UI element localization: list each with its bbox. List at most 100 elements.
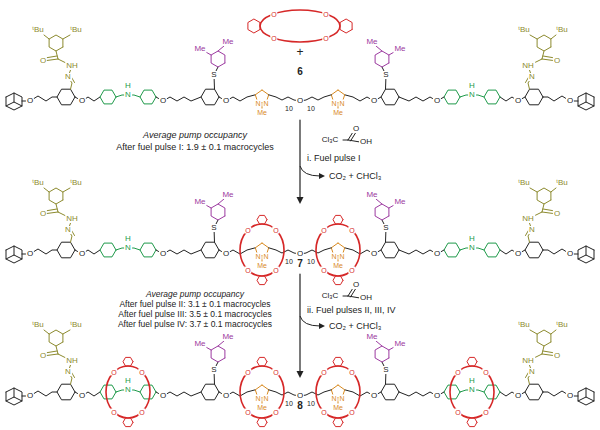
benzene-ring	[381, 89, 399, 105]
tbu-bond	[551, 35, 556, 39]
benzene-ring	[201, 242, 219, 258]
atom-label: S	[382, 366, 389, 374]
xylyl-ring	[375, 204, 389, 220]
crown-ether-ring	[450, 366, 494, 418]
methyl-label: Me	[193, 340, 206, 348]
hydrazone-bond	[542, 204, 544, 212]
benzene-ring	[100, 243, 116, 257]
atom-label: O	[26, 392, 34, 400]
methyl-label: Me	[221, 38, 234, 46]
benzene-ring	[201, 89, 219, 105]
methyl-label: Me	[221, 333, 234, 341]
tbu-label: ᵗBu	[69, 321, 83, 329]
atom-label: O	[566, 250, 574, 258]
reaction-step: ii. Fuel pulses II, III, IV	[306, 306, 397, 315]
occupancy-note: Average pump occupancy	[145, 290, 245, 299]
xylyl-ring	[211, 204, 225, 220]
atom-label: N	[528, 73, 536, 81]
crown-oxygen: O	[272, 227, 279, 234]
adamantane-cage	[6, 255, 22, 259]
alkyl-chain	[300, 95, 331, 101]
benzene-ring	[525, 89, 543, 105]
xylyl-ring	[211, 346, 225, 362]
repeat-count: 10	[284, 258, 294, 265]
atom-label: O	[159, 250, 167, 258]
atom-label: O	[514, 250, 522, 258]
bond-line	[343, 140, 348, 141]
tbu-bond	[44, 330, 49, 334]
methyl-label: Me	[393, 198, 406, 206]
byproduct-label: CO₂ + CHCl₃	[328, 172, 382, 181]
benzo-ring	[340, 19, 352, 33]
atom-label: O	[222, 250, 230, 258]
crown-oxygen: O	[482, 409, 489, 416]
tbu-bond	[44, 35, 49, 39]
crown-oxygen: O	[482, 369, 489, 376]
tbu-bond	[63, 188, 70, 192]
crown-oxygen: O	[322, 35, 329, 42]
atom-label: O	[296, 250, 304, 258]
benzo-ring	[257, 357, 267, 366]
tbu-label: ᵗBu	[517, 321, 531, 329]
reagent-label: Cl₃C	[321, 292, 340, 300]
crown-oxygen: O	[348, 409, 355, 416]
atom-label: NH	[65, 357, 79, 365]
benzene-ring	[57, 89, 75, 105]
tbu-label: ᵗBu	[555, 321, 569, 329]
atom-label: O	[553, 352, 561, 360]
atom-label: H	[124, 235, 132, 243]
atom-label: O	[433, 392, 441, 400]
benzo-ring	[333, 276, 343, 285]
occupancy-note: After fuel pulse I: 1.9 ± 0.1 macrocycle…	[115, 143, 275, 152]
tbu-bond	[44, 188, 49, 192]
atom-label: OH	[359, 138, 373, 146]
tbu-label: ᵗBu	[555, 26, 569, 34]
methyl-label: Me	[332, 262, 344, 269]
benzo-ring	[123, 357, 133, 366]
crown-oxygen: O	[272, 267, 279, 274]
atom-label: O	[514, 97, 522, 105]
benzo-ring	[257, 418, 267, 427]
methyl-label: Me	[256, 109, 268, 116]
methyl-bond	[218, 46, 224, 51]
benzo-ring	[257, 276, 267, 285]
crown-oxygen: O	[272, 369, 279, 376]
methyl-bond	[376, 199, 382, 204]
crown-ether-ring	[106, 366, 150, 418]
atom-label: H	[124, 82, 132, 90]
atom-label: O	[159, 392, 167, 400]
xylyl-ring	[211, 51, 225, 67]
atom-label: OH	[359, 294, 373, 302]
adamantane-cage	[14, 93, 15, 102]
methyl-label: Me	[393, 340, 406, 348]
atom-label: N	[528, 226, 536, 234]
atom-label: O	[296, 97, 304, 105]
benzene-ring	[444, 385, 460, 399]
crown-oxygen: O	[348, 369, 355, 376]
benzene-ring	[49, 35, 63, 51]
benzene-ring	[57, 242, 75, 258]
benzene-ring	[381, 242, 399, 258]
hydrazone-bond	[56, 204, 58, 212]
crown-ether-ring	[240, 366, 284, 418]
atom-label: N	[124, 91, 132, 99]
methyl-label: Me	[365, 191, 378, 199]
tbu-label: ᵗBu	[31, 321, 45, 329]
tbu-bond	[530, 35, 537, 39]
byproduct-label: CO₂ + CHCl₃	[328, 322, 382, 331]
benzo-ring	[333, 418, 343, 427]
hydrazone-bond	[56, 51, 58, 59]
crown-oxygen: O	[320, 369, 327, 376]
methyl-label: Me	[393, 45, 406, 53]
reaction-arrow	[299, 120, 300, 198]
xylyl-ring	[375, 346, 389, 362]
methyl-label: Me	[332, 109, 344, 116]
crown-oxygen: O	[244, 369, 251, 376]
atom-label: NH	[65, 215, 79, 223]
benzene-ring	[537, 330, 551, 346]
atom-label: O	[78, 97, 86, 105]
atom-label: S	[210, 224, 217, 232]
crown-oxygen: O	[320, 267, 327, 274]
atom-label: N	[338, 253, 345, 260]
